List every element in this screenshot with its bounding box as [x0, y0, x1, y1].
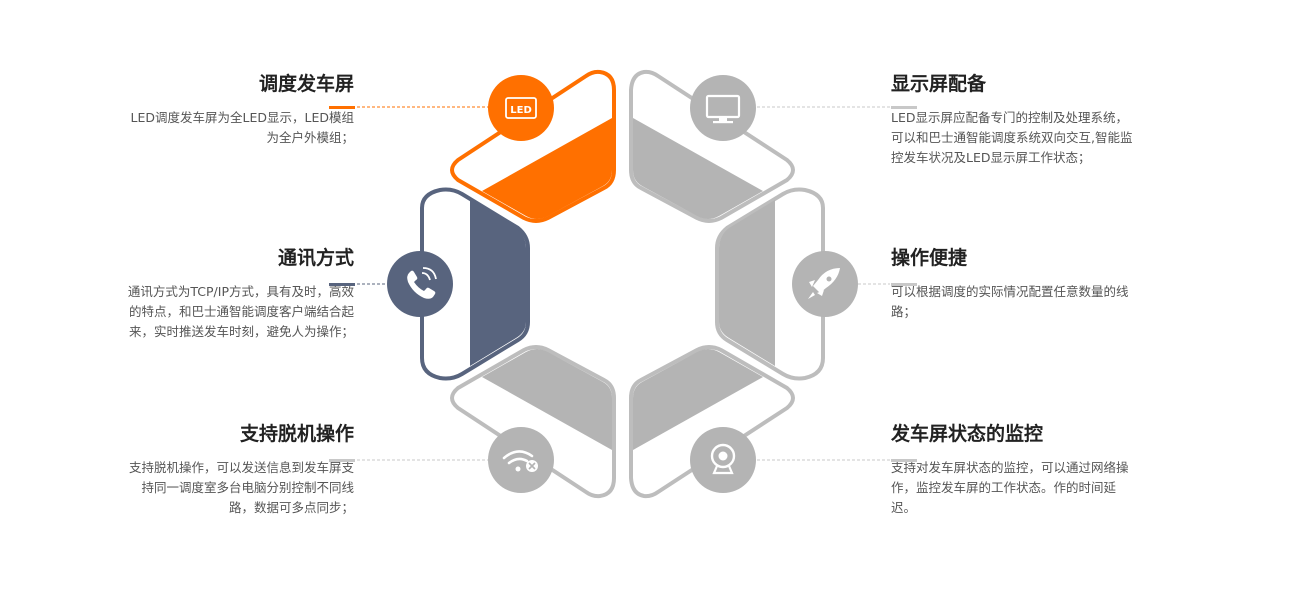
segment-easy-operation — [715, 187, 825, 381]
feature-title: 显示屏配备 — [891, 73, 987, 95]
feature-display-equipment: 显示屏配备 LED显示屏应配备专门的控制及处理系统，可以和巴士通智能调度系统双向… — [891, 72, 1135, 168]
segment-communication — [420, 187, 530, 381]
feature-description: 可以根据调度的实际情况配置任意数量的线路； — [891, 284, 1129, 319]
webcam-icon — [690, 427, 756, 493]
led-icon: LED — [488, 75, 554, 141]
feature-offline: 支持脱机操作 支持脱机操作，可以发送信息到发车屏支持同一调度室多台电脑分别控制不… — [120, 422, 354, 518]
feature-description: 支持脱机操作，可以发送信息到发车屏支持同一调度室多台电脑分别控制不同线路，数据可… — [128, 460, 354, 515]
feature-title: 支持脱机操作 — [239, 423, 354, 445]
segment-display-equipment — [629, 69, 795, 223]
feature-title: 操作便捷 — [891, 247, 968, 269]
feature-monitoring: 发车屏状态的监控 支持对发车屏状态的监控，可以通过网络操作，监控发车屏的工作状态… — [891, 422, 1135, 518]
segment-offline — [450, 345, 616, 499]
phone-icon — [387, 251, 453, 317]
led-badge-text: LED — [510, 105, 532, 116]
feature-description: 通讯方式为TCP/IP方式，具有及时，高效的特点，和巴士通智能调度客户端结合起来… — [127, 284, 354, 339]
feature-dispatch-screen: 调度发车屏 LED调度发车屏为全LED显示，LED模组为全户外模组； — [112, 72, 354, 148]
monitor-icon — [690, 75, 756, 141]
rocket-icon — [792, 251, 858, 317]
feature-easy-operation: 操作便捷 可以根据调度的实际情况配置任意数量的线路； — [891, 246, 1135, 322]
connector-lines — [329, 106, 917, 462]
feature-communication: 通讯方式 通讯方式为TCP/IP方式，具有及时，高效的特点，和巴士通智能调度客户… — [120, 246, 354, 342]
wifi-off-icon — [488, 427, 554, 493]
feature-title: 调度发车屏 — [258, 73, 354, 95]
feature-title: 发车屏状态的监控 — [891, 423, 1044, 445]
segment-monitoring — [629, 345, 795, 499]
feature-description: LED调度发车屏为全LED显示，LED模组为全户外模组； — [130, 110, 354, 145]
segment-dispatch-screen — [450, 69, 616, 223]
feature-description: LED显示屏应配备专门的控制及处理系统，可以和巴士通智能调度系统双向交互,智能监… — [891, 110, 1133, 165]
feature-description: 支持对发车屏状态的监控，可以通过网络操作，监控发车屏的工作状态。作的时间延迟。 — [891, 460, 1129, 515]
feature-title: 通讯方式 — [277, 247, 354, 269]
